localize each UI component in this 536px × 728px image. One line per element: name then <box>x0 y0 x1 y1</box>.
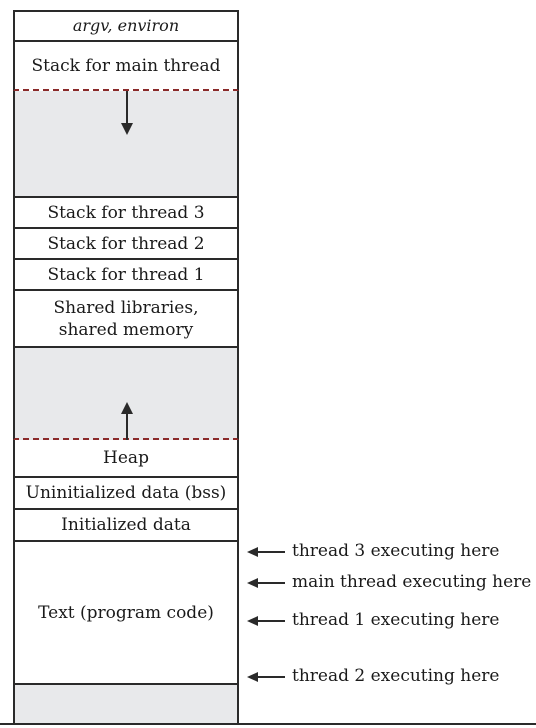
heap-segment: Heap <box>13 440 239 478</box>
bottom-gap <box>13 685 239 725</box>
left-arrow-icon <box>247 672 285 682</box>
main-thread-stack-segment: Stack for main thread <box>13 42 239 91</box>
thread2-stack-label: Stack for thread 2 <box>47 233 205 254</box>
left-arrow-icon <box>247 547 285 557</box>
shared-libraries-segment: Shared libraries, shared memory <box>13 291 239 348</box>
shared-libraries-label-line1: Shared libraries, <box>53 297 199 318</box>
text-segment: Text (program code) <box>13 542 239 685</box>
thread3-executing-annotation: thread 3 executing here <box>292 541 500 561</box>
main-thread-executing-annotation: main thread executing here <box>292 572 532 592</box>
initialized-data-label: Initialized data <box>61 515 191 535</box>
argv-environ-segment: argv, environ <box>13 10 239 42</box>
thread1-stack-segment: Stack for thread 1 <box>13 260 239 291</box>
thread3-stack-segment: Stack for thread 3 <box>13 198 239 229</box>
left-arrow-icon <box>247 616 285 626</box>
main-thread-stack-label: Stack for main thread <box>31 55 221 76</box>
down-arrow-icon <box>121 91 133 135</box>
thread3-stack-label: Stack for thread 3 <box>47 202 205 223</box>
bss-label: Uninitialized data (bss) <box>25 483 227 503</box>
left-arrow-icon <box>247 578 285 588</box>
text-segment-label: Text (program code) <box>38 602 214 623</box>
bss-segment: Uninitialized data (bss) <box>13 478 239 510</box>
thread1-stack-label: Stack for thread 1 <box>47 264 205 285</box>
baseline-rule <box>0 723 536 725</box>
thread2-stack-segment: Stack for thread 2 <box>13 229 239 260</box>
stack-growth-gap <box>13 91 239 198</box>
up-arrow-icon <box>121 402 133 440</box>
initialized-data-segment: Initialized data <box>13 510 239 542</box>
shared-libraries-label-line2: shared memory <box>58 319 194 340</box>
heap-label: Heap <box>103 448 149 468</box>
thread1-executing-annotation: thread 1 executing here <box>292 610 500 630</box>
argv-environ-label: argv, environ <box>72 16 180 35</box>
heap-growth-gap <box>13 348 239 440</box>
thread2-executing-annotation: thread 2 executing here <box>292 666 500 686</box>
